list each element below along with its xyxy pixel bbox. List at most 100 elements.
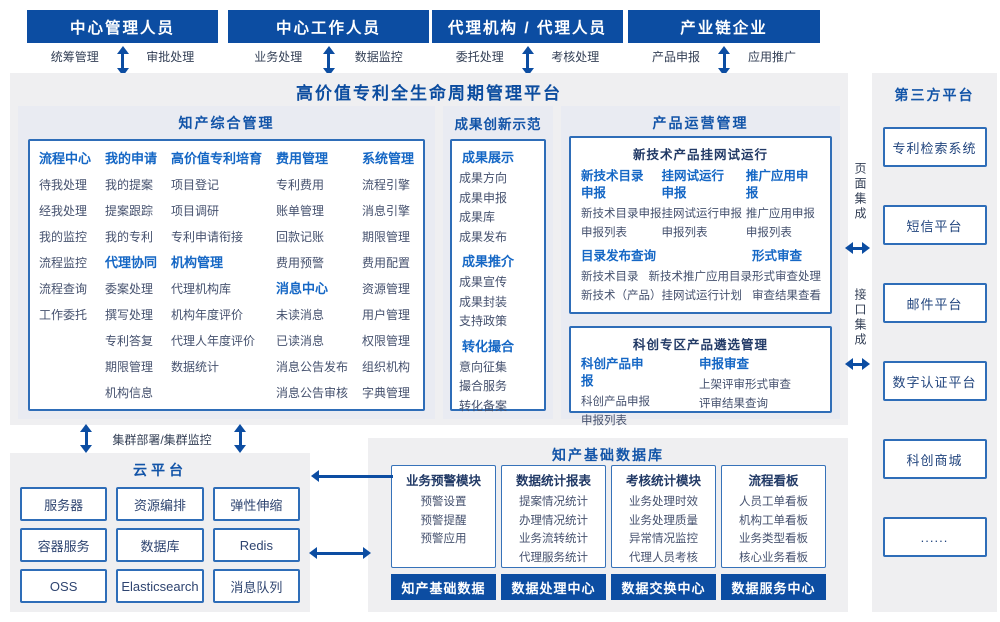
actor-flow-arrow-icon — [116, 46, 129, 76]
menu-item: 代理服务统计 — [519, 551, 588, 564]
menu-entry: 机构年度评价 — [170, 308, 243, 322]
actor-labels: 委托处理 考核处理 — [432, 48, 623, 65]
menu-entry: 费用预警 — [275, 256, 324, 270]
menu-entry: 支持政策 — [459, 314, 508, 328]
actor-labels: 业务处理 数据监控 — [228, 48, 429, 65]
menu-item: 审查结果查看 — [752, 290, 821, 302]
menu-entry: 未读消息 — [275, 308, 324, 322]
actor-group: 中心管理人员 统筹管理 审批处理 — [27, 10, 218, 76]
third-party-panel: 第三方平台 专利检索系统 短信平台 邮件平台 数字认证平台 科创商城 .....… — [872, 73, 997, 612]
section-achievement: 成果创新示范 成果展示 成果方向 成果申报 成果库 成果发布 成果推介 成果宣传… — [443, 106, 553, 419]
cloud-platform-panel: 云平台 服务器 资源编排 弹性伸缩 容器服务 数据库 Redis OSS Ela… — [10, 453, 310, 612]
menu-entry: 资源管理 — [361, 282, 410, 296]
menu-entry: 项目调研 — [170, 204, 219, 218]
column-header: 挂网试运行申报 — [661, 169, 725, 200]
cloud-service-box: 容器服务 — [20, 528, 108, 562]
db-module: 流程看板 人员工单看板 机构工单看板 业务类型看板 核心业务看板 — [721, 465, 826, 568]
data-center-bar: 数据交换中心 — [611, 574, 716, 600]
menu-entry: 费用配置 — [361, 256, 410, 270]
actor-label-right: 应用推广 — [747, 50, 796, 64]
menu-item: 代理人员考核 — [629, 551, 698, 564]
db-module: 考核统计模块 业务处理时效 业务处理质量 异常情况监控 代理人员考核 — [611, 465, 716, 568]
column-header: 目录发布查询 — [581, 249, 657, 263]
data-center-bar: 数据处理中心 — [501, 574, 606, 600]
menu-item: 业务流转统计 — [519, 533, 588, 545]
menu-entry: 成果申报 — [459, 190, 508, 205]
cloud-service-box: 数据库 — [116, 528, 204, 562]
section-title: 产品运营管理 — [652, 115, 749, 131]
db-modules: 业务预警模块 预警设置 预警提醒 预警应用 数据统计报表 提案情况统计 办理情况… — [391, 465, 826, 568]
menu-item: 评审结果查询 — [699, 398, 768, 410]
db-module: 业务预警模块 预警设置 预警提醒 预警应用 — [391, 465, 496, 568]
menu-entry: 流程查询 — [39, 282, 88, 296]
menu-item: 业务处理时效 — [629, 496, 698, 508]
menu-entry: 费用管理 — [275, 151, 328, 166]
third-party-box: 专利检索系统 — [882, 127, 987, 167]
menu-item: 申报列表 — [661, 227, 708, 239]
menu-column: 推广应用申报 推广应用申报 申报列表 — [746, 168, 820, 243]
cloud-service-box: Elasticsearch — [116, 569, 204, 603]
menu-column: 高价值专利培育 项目登记 项目调研 专利申请衔接 机构管理 代理机构库 机构年度… — [171, 146, 262, 404]
menu-item: 异常情况监控 — [629, 533, 698, 545]
menu-entry: 消息中心 — [275, 281, 328, 296]
menu-item: 新技术推广应用目录 — [648, 271, 753, 283]
cloud-grid: 服务器 资源编排 弹性伸缩 容器服务 数据库 Redis OSS Elastic… — [20, 487, 300, 603]
third-party-box: ...... — [882, 517, 987, 557]
ip-management-box: 流程中心 待我处理 经我处理 我的监控 流程监控 流程查询 工作委托 — [28, 139, 425, 411]
menu-item: 业务处理质量 — [629, 514, 698, 527]
online-trial-box: 新技术产品挂网试运行 新技术目录申报 新技术目录申报 申报列表 挂网试运行申报 — [569, 136, 832, 314]
actor-label-left: 产品申报 — [651, 50, 700, 64]
menu-item: 新技术（产品）挂网试运行计划 — [581, 290, 742, 302]
column-header: 形式审查 — [752, 249, 803, 263]
menu-entry: 机构管理 — [170, 255, 223, 270]
menu-entry: 我的提案 — [104, 178, 153, 192]
cluster-arrow-icon — [234, 424, 246, 453]
menu-item: 申报列表 — [745, 227, 792, 239]
actor-group: 中心工作人员 业务处理 数据监控 — [228, 10, 429, 76]
menu-entry: 转化撮合 — [462, 338, 515, 354]
ip-database-panel: 知产基础数据库 业务预警模块 预警设置 预警提醒 预警应用 数据统计报表 提案情… — [368, 438, 848, 612]
menu-entry: 成果发布 — [459, 229, 508, 244]
menu-entry: 期限管理 — [361, 230, 410, 244]
menu-entry: 待我处理 — [39, 178, 88, 192]
actor-label-right: 数据监控 — [354, 50, 403, 64]
actor-label-right: 审批处理 — [146, 50, 195, 64]
integration-api-label: 接口集成 — [853, 288, 867, 348]
module-header: 业务预警模块 — [405, 474, 481, 488]
actor-labels: 产品申报 应用推广 — [628, 48, 820, 65]
actor-group: 产业链企业 产品申报 应用推广 — [628, 10, 820, 76]
catalog-row: 新技术目录 新技术推广应用目录 — [581, 268, 752, 287]
third-party-list: 专利检索系统 短信平台 邮件平台 数字认证平台 科创商城 ...... — [872, 105, 997, 557]
menu-entry: 权限管理 — [361, 334, 410, 348]
cloud-title: 云平台 — [133, 462, 187, 478]
menu-entry: 消息引擎 — [361, 204, 410, 218]
section-ip-management: 知产综合管理 流程中心 待我处理 经我处理 我的监控 流程监控 流程查询 — [18, 106, 435, 419]
cloud-db-arrow-icon — [311, 470, 393, 482]
menu-entry: 数据统计 — [170, 360, 219, 374]
data-center-bar: 数据服务中心 — [721, 574, 826, 600]
actor-group: 代理机构 / 代理人员 委托处理 考核处理 — [432, 10, 623, 76]
module-header: 数据统计报表 — [515, 474, 591, 488]
third-party-box: 科创商城 — [882, 439, 987, 479]
module-header: 流程看板 — [748, 474, 799, 488]
db-module: 数据统计报表 提案情况统计 办理情况统计 业务流转统计 代理服务统计 — [501, 465, 606, 568]
actor-label-left: 业务处理 — [254, 50, 303, 64]
menu-entry: 意向征集 — [459, 359, 508, 374]
menu-entry: 成果库 — [459, 210, 496, 224]
menu-entry: 工作委托 — [39, 308, 88, 322]
cloud-service-box: Redis — [212, 528, 300, 562]
cloud-db-arrow-icon — [309, 547, 371, 559]
third-party-box: 邮件平台 — [882, 283, 987, 323]
menu-entry: 成果方向 — [459, 171, 508, 185]
menu-entry: 撰写处理 — [104, 308, 153, 322]
menu-entry: 成果推介 — [462, 254, 515, 269]
menu-column: 费用管理 专利费用 账单管理 回款记账 费用预警 消息中心 未读消息 已读消息 — [276, 146, 348, 404]
third-party-box: 短信平台 — [882, 205, 987, 245]
menu-item: 申报列表 — [581, 415, 627, 427]
sci-selection-columns: 科创产品申报 科创产品申报 申报列表 申报审查 上架评审形式审查 评审结 — [571, 353, 830, 431]
menu-item: 推广应用申报 — [745, 208, 815, 220]
menu-entry: 已读消息 — [275, 334, 324, 348]
api-integration-arrow-icon — [845, 358, 870, 370]
cluster-label: 集群部署/集群监控 — [112, 433, 212, 447]
menu-item: 申报列表 — [581, 227, 627, 239]
